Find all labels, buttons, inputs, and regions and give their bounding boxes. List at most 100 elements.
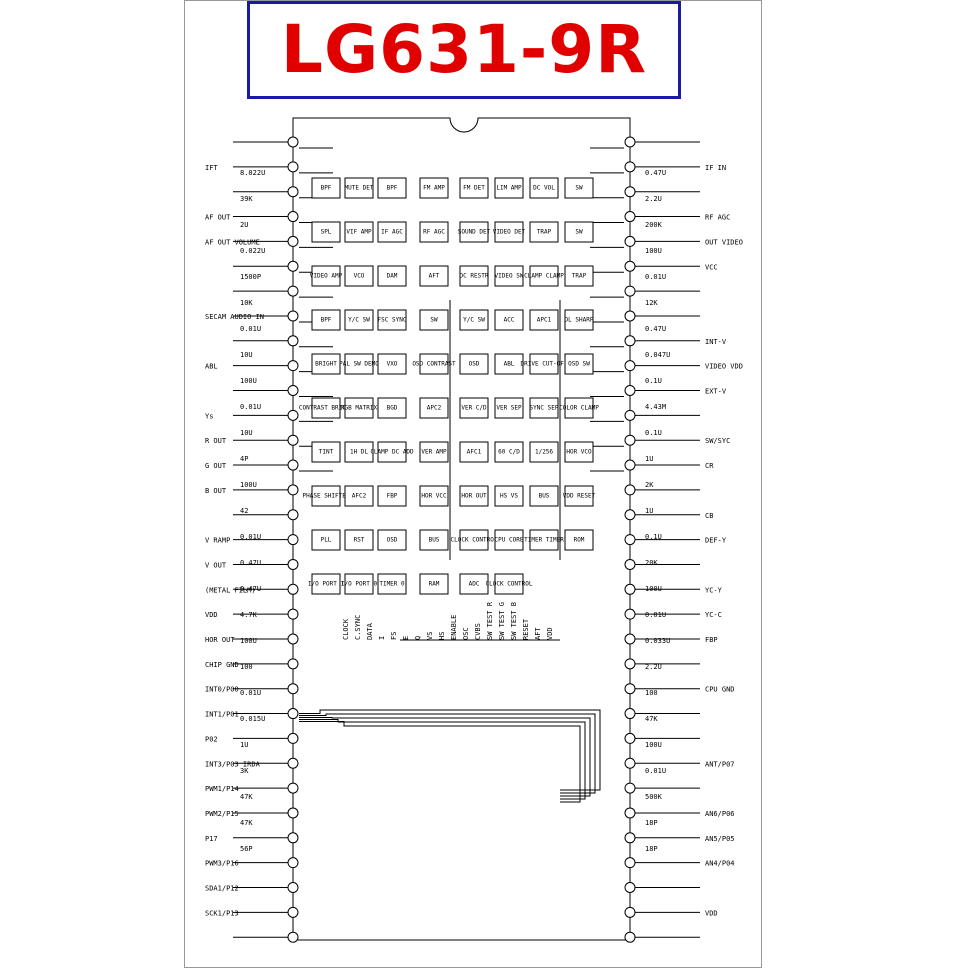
- block: [529, 177, 559, 199]
- block-label: Y/C SW: [463, 317, 485, 324]
- block: [377, 353, 407, 375]
- right-pin-label: CPU GND: [705, 686, 735, 694]
- component-value: 10U: [240, 429, 253, 437]
- block-label: I/O PORT 0: [341, 581, 378, 588]
- block-label: FM AMP: [423, 185, 445, 192]
- left-pin-label: VDD: [205, 611, 218, 619]
- block-label: ACC: [504, 317, 515, 324]
- pin-left: [287, 484, 299, 496]
- bus-trace: [299, 721, 581, 803]
- block-label: APC1: [537, 317, 552, 324]
- pin-right: [624, 161, 636, 173]
- block: [494, 397, 524, 419]
- block-label: SYNC SEP: [530, 405, 559, 412]
- block-label: TINT: [319, 449, 334, 456]
- pin-right: [624, 683, 636, 695]
- component-value: 200K: [645, 221, 663, 229]
- right-pin-label: YC-C: [705, 611, 722, 619]
- pin-left: [287, 558, 299, 570]
- block: [564, 221, 594, 243]
- bus-label: RESET: [522, 618, 530, 640]
- pin-left: [287, 509, 299, 521]
- bus-label: SW TEST G: [498, 602, 506, 640]
- wiring: [299, 147, 624, 803]
- block: [564, 529, 594, 551]
- pin-right: [624, 459, 636, 471]
- pin-left: [287, 583, 299, 595]
- block-label: SPL: [321, 229, 332, 236]
- block-label: VIDEO AMP: [310, 273, 343, 280]
- component-value: 0.022U: [240, 247, 265, 255]
- right-pin-label: VDD: [705, 909, 718, 917]
- block-label: MUTE DET: [345, 185, 374, 192]
- block: [419, 353, 449, 375]
- pin-left: [287, 235, 299, 247]
- block: [564, 353, 594, 375]
- block: [459, 353, 489, 375]
- right-pin-label: SW/SYC: [705, 437, 730, 445]
- pin-left: [287, 633, 299, 645]
- block-label: BPF: [321, 185, 332, 192]
- pin-left: [287, 782, 299, 794]
- component-value: 1U: [645, 507, 653, 515]
- pin-left: [287, 161, 299, 173]
- block-label: AFC2: [352, 493, 367, 500]
- block-label: VDD RESET: [563, 493, 596, 500]
- block: [494, 309, 524, 331]
- block: [564, 177, 594, 199]
- bus-trace: [299, 717, 591, 797]
- right-pin-label: CB: [705, 512, 713, 520]
- bus-trace: [299, 709, 601, 791]
- left-pin-label: G OUT: [205, 462, 227, 470]
- block-label: RST: [354, 537, 365, 544]
- pin-left: [287, 310, 299, 322]
- block: [344, 353, 374, 375]
- block-label: RGB MATRIX: [341, 405, 378, 412]
- component-value: 0.01U: [240, 689, 261, 697]
- block: [529, 529, 559, 551]
- block-label: HS VS: [500, 493, 518, 500]
- block-label: BPF: [387, 185, 398, 192]
- component-value: 100U: [645, 247, 662, 255]
- pin-right: [624, 360, 636, 372]
- component-value: 42: [240, 507, 248, 515]
- component-value: 56P: [240, 845, 253, 853]
- block-label: CLOCK CONTROL: [451, 537, 498, 544]
- block-label: ROM: [574, 537, 585, 544]
- block-label: Y/C SW: [348, 317, 370, 324]
- pin-left: [287, 807, 299, 819]
- block-label: DC VOL: [533, 185, 555, 192]
- block-label: SOUND DET: [458, 229, 491, 236]
- component-value: 0.01U: [240, 403, 261, 411]
- pin-left: [287, 708, 299, 720]
- pin-right: [624, 882, 636, 893]
- component-value: 500K: [645, 793, 663, 801]
- component-value: 0.47U: [240, 585, 261, 593]
- block: [377, 529, 407, 551]
- component-value: 0.1U: [645, 377, 662, 385]
- right-pin-label: INT-V: [705, 338, 727, 346]
- component-value: 2.2U: [645, 663, 662, 671]
- block: [344, 529, 374, 551]
- component-value: 4P: [240, 455, 248, 463]
- block: [377, 485, 407, 507]
- block-label: RF AGC: [423, 229, 445, 236]
- block: [377, 177, 407, 199]
- block: [344, 441, 374, 463]
- block-label: CLAMP DC ADD: [370, 449, 414, 456]
- component-value: 0.47U: [645, 169, 666, 177]
- block: [344, 265, 374, 287]
- pin-left: [287, 757, 299, 769]
- pin-left: [287, 360, 299, 372]
- block-label: DC RESTR: [460, 273, 489, 280]
- block: [419, 221, 449, 243]
- block-label: VIDEO DET: [493, 229, 526, 236]
- block-label: VER SEP: [496, 405, 522, 412]
- right-pin-label: VIDEO VDD: [705, 363, 743, 371]
- block: [529, 397, 559, 419]
- right-pin-label: AN6/P06: [705, 810, 735, 818]
- bus-label: AFT: [534, 627, 542, 640]
- block: [344, 397, 374, 419]
